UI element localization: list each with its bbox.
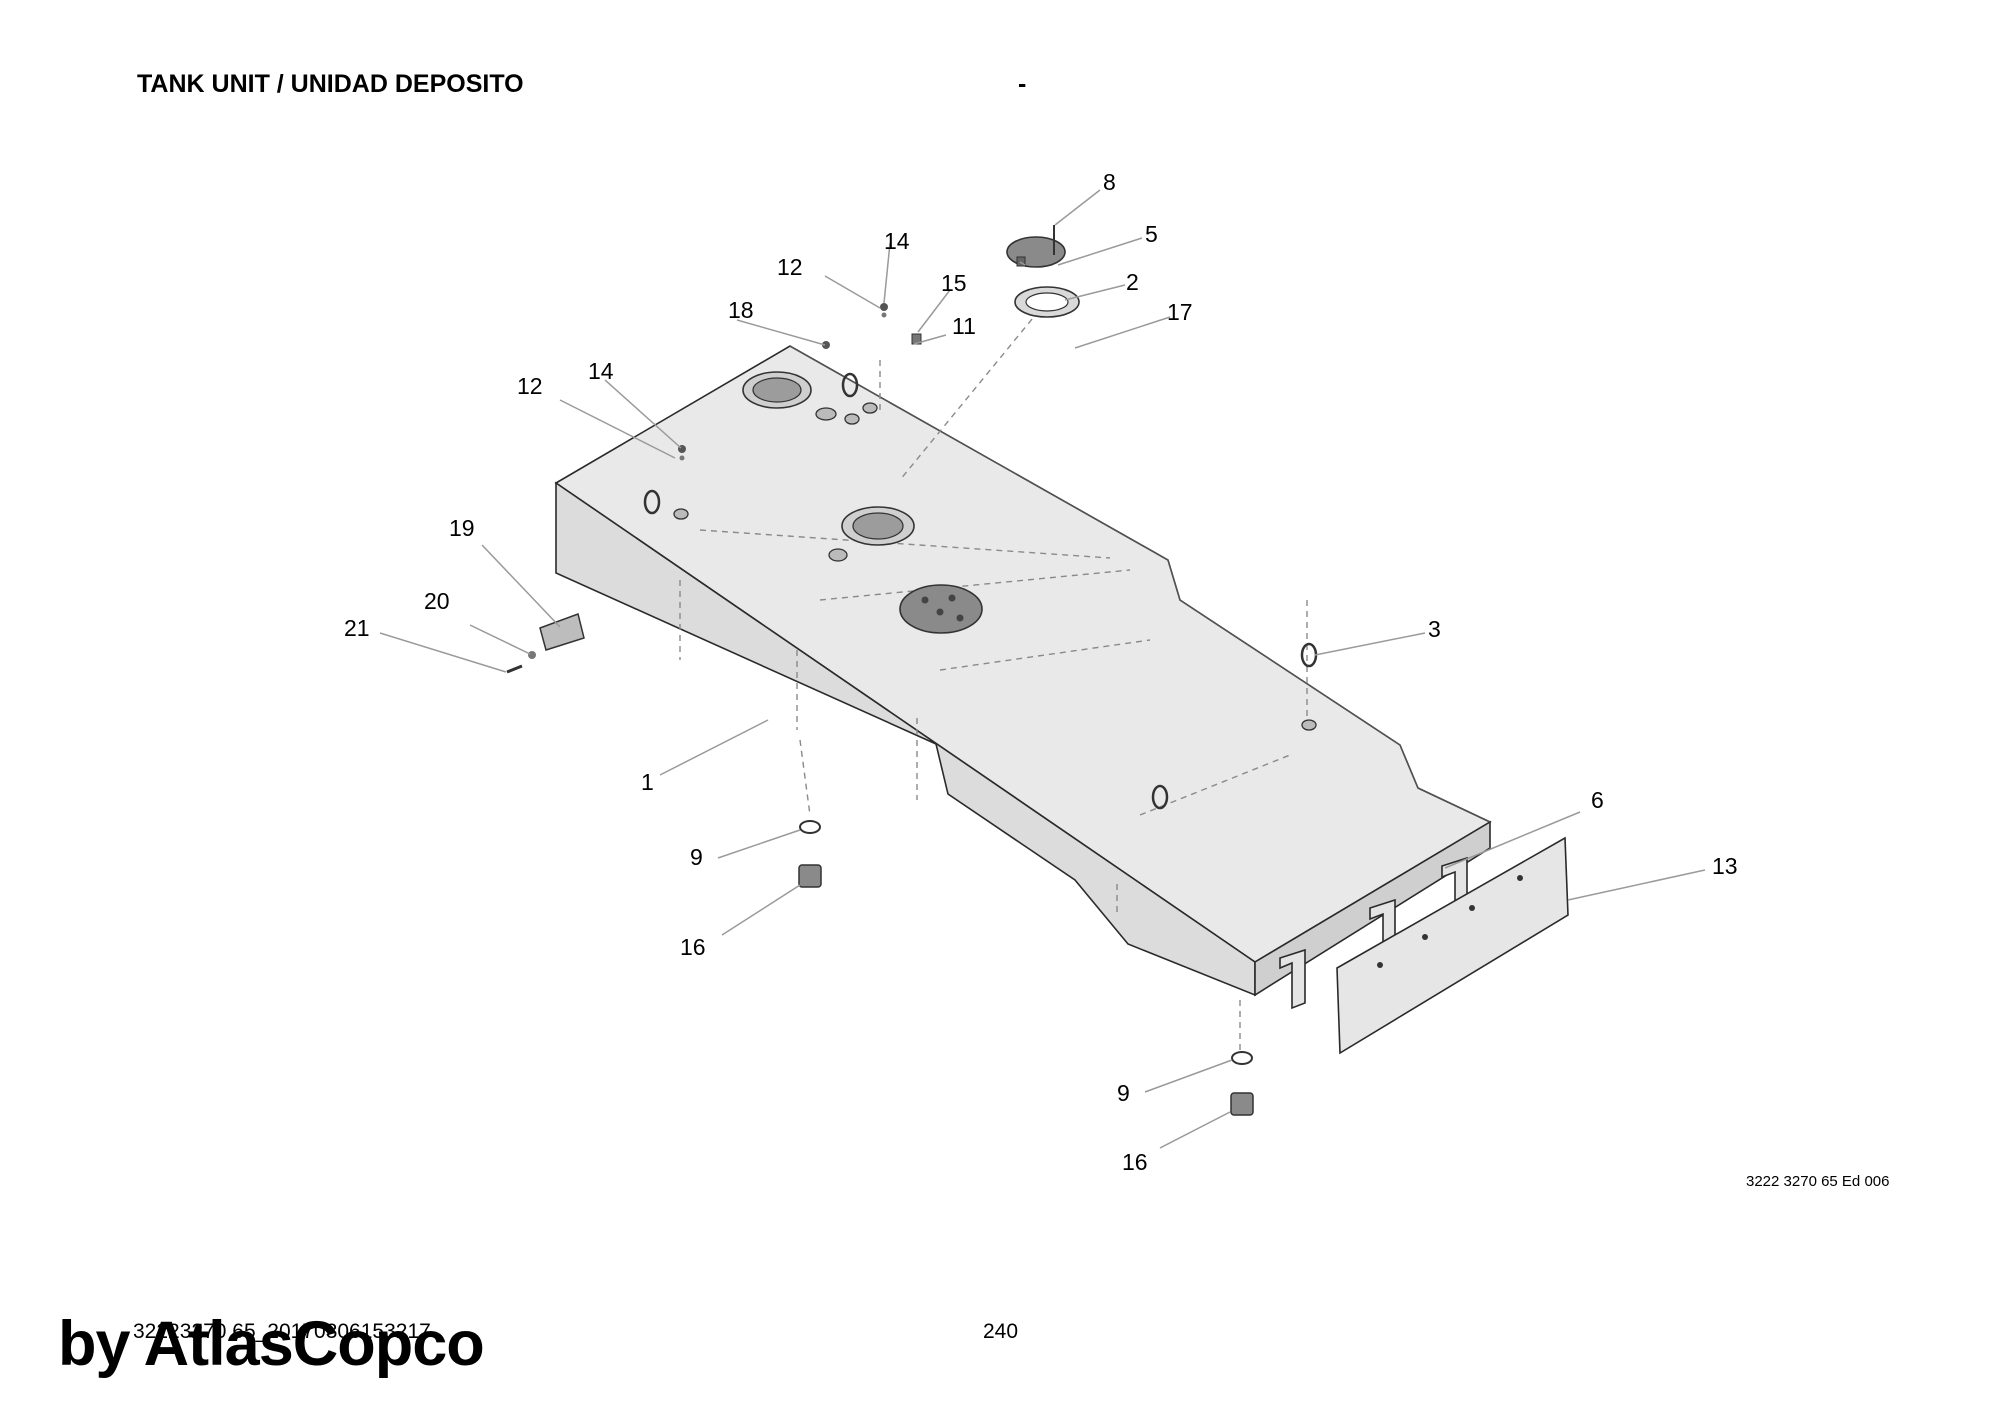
drawing-reference: 3222 3270 65 Ed 006 — [1746, 1173, 1890, 1190]
support-brackets — [1279, 836, 1569, 1055]
callout-18: 18 — [728, 297, 754, 323]
callout-5: 5 — [1145, 221, 1158, 247]
callout-12-lower: 12 — [517, 373, 543, 399]
callout-3: 3 — [1428, 616, 1441, 642]
callout-20: 20 — [424, 588, 450, 614]
tank-body — [554, 345, 1492, 997]
tank-top-fittings — [673, 371, 1317, 731]
footer-code: 32223270 65_20170306153217 — [133, 1320, 431, 1343]
callout-12: 12 — [777, 254, 803, 280]
callout-16-lower: 16 — [1122, 1149, 1148, 1175]
callout-17: 17 — [1167, 299, 1193, 325]
callout-21: 21 — [344, 615, 370, 641]
callout-11: 11 — [952, 313, 976, 339]
leader-lines — [379, 189, 1706, 1149]
callout-13: 13 — [1712, 853, 1738, 879]
callout-labels: 8 5 2 17 14 12 15 11 18 14 12 19 20 21 1… — [344, 169, 1738, 1175]
callout-15: 15 — [941, 270, 967, 296]
callout-14-lower: 14 — [588, 358, 614, 384]
callout-14: 14 — [884, 228, 910, 254]
callout-9: 9 — [690, 844, 703, 870]
mounting-bar — [1336, 836, 1569, 1055]
brand-watermark: by AtlasCopco — [58, 1309, 485, 1379]
title-separator: - — [1018, 70, 1027, 98]
page-number: 240 — [983, 1320, 1019, 1343]
callout-6: 6 — [1591, 787, 1604, 813]
exploded-small-parts — [506, 225, 1254, 1116]
drain-plug — [798, 864, 822, 888]
callout-1: 1 — [641, 769, 654, 795]
callout-8: 8 — [1103, 169, 1116, 195]
page-title: TANK UNIT / UNIDAD DEPOSITO — [137, 70, 524, 98]
callout-19: 19 — [449, 515, 475, 541]
callout-9-lower: 9 — [1117, 1080, 1130, 1106]
callout-16: 16 — [680, 934, 706, 960]
callout-2: 2 — [1126, 269, 1139, 295]
cover-plate — [1006, 236, 1066, 268]
drain-plug — [1230, 1092, 1254, 1116]
